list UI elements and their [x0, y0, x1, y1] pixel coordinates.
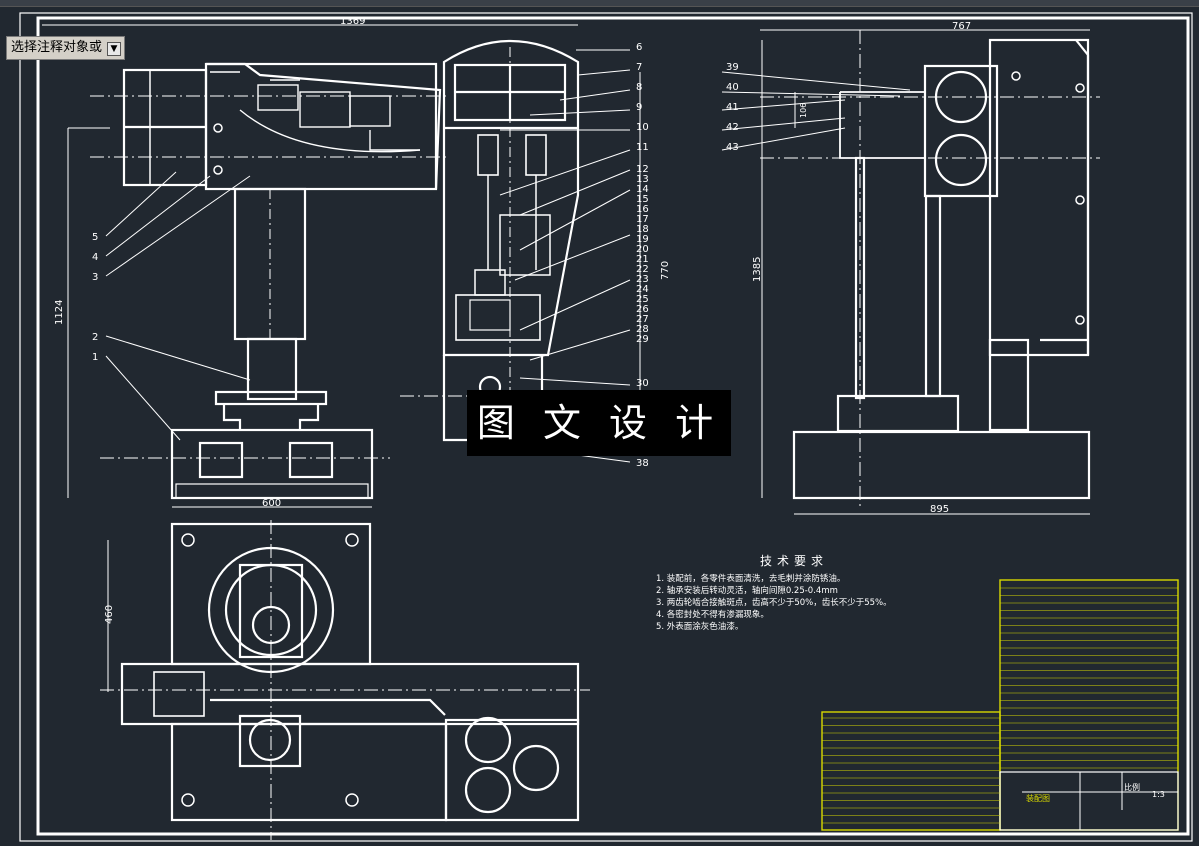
balloon-label: 21: [636, 254, 649, 265]
balloon-label: 38: [636, 458, 649, 469]
balloon-label: 22: [636, 264, 649, 275]
tech-item: 2. 轴承安装后转动灵活，轴向间隙0.25-0.4mm: [656, 586, 838, 596]
balloon-label: 4: [92, 252, 98, 263]
balloon-label: 14: [636, 184, 649, 195]
selector-label: 选择注释对象或: [11, 40, 103, 55]
balloon-label: 5: [92, 232, 98, 243]
balloon-label: 20: [636, 244, 649, 255]
balloon-label: 1: [92, 352, 98, 363]
dim-plan-height: 460: [104, 605, 115, 624]
balloon-label: 3: [92, 272, 98, 283]
balloon-label: 40: [726, 82, 739, 93]
balloon-label: 7: [636, 62, 642, 73]
scale-label: 比例: [1124, 782, 1140, 792]
tech-item: 4. 各密封处不得有渗漏现象。: [656, 610, 769, 620]
cad-drawing-canvas: 1369 767 1124 770 1385 106 600 895 460 5…: [19, 12, 1193, 842]
tech-title: 技术要求: [760, 554, 829, 568]
front-view: [122, 62, 442, 500]
application-top-bar: [0, 0, 1199, 7]
balloon-label: 28: [636, 324, 649, 335]
dim-right-base-width: 895: [930, 504, 949, 515]
balloon-label: 41: [726, 102, 739, 113]
balloon-label: 17: [636, 214, 649, 225]
right-view: [792, 38, 1091, 500]
balloon-label: 23: [636, 274, 649, 285]
drawing-border: [36, 16, 1190, 836]
balloon-label: 29: [636, 334, 649, 345]
dim-small-height: 106: [799, 103, 808, 118]
annotation-selector-dropdown[interactable]: 选择注释对象或 ▼: [6, 36, 126, 60]
drawing-name: 装配图: [1026, 793, 1050, 803]
balloon-label: 12: [636, 164, 649, 175]
balloon-label: 30: [636, 378, 649, 389]
dim-right-height: 1385: [752, 257, 763, 282]
balloon-label: 2: [92, 332, 98, 343]
balloon-label: 19: [636, 234, 649, 245]
tech-item: 3. 两齿轮啮合接触斑点，齿高不少于50%，齿长不少于55%。: [656, 598, 892, 608]
title-block: [821, 579, 1179, 831]
balloon-label: 39: [726, 62, 739, 73]
balloon-label: 42: [726, 122, 739, 133]
balloon-label: 9: [636, 102, 642, 113]
dim-mid-height: 770: [660, 261, 671, 280]
watermark-banner: 图 文 设 计: [467, 390, 731, 456]
plan-view: [120, 522, 580, 822]
chevron-down-icon[interactable]: ▼: [107, 42, 122, 56]
balloon-label: 10: [636, 122, 649, 133]
tech-item: 5. 外表面涂灰色油漆。: [656, 622, 744, 632]
scale-value: 1:3: [1152, 790, 1165, 799]
dim-base-width: 600: [262, 498, 281, 509]
balloon-label: 15: [636, 194, 649, 205]
balloon-label: 8: [636, 82, 642, 93]
balloon-label: 11: [636, 142, 649, 153]
balloon-label: 26: [636, 304, 649, 315]
balloon-label: 43: [726, 142, 739, 153]
outer-frame: [19, 12, 1193, 842]
balloon-label: 25: [636, 294, 649, 305]
dim-right-width: 767: [952, 21, 971, 32]
tech-item: 1. 装配前，各零件表面清洗，去毛刺并涂防锈油。: [656, 574, 846, 584]
balloon-label: 16: [636, 204, 649, 215]
dim-top-width: 1369: [340, 16, 365, 27]
balloon-label: 6: [636, 42, 642, 53]
balloon-label: 13: [636, 174, 649, 185]
balloon-label: 24: [636, 284, 649, 295]
balloon-label: 18: [636, 224, 649, 235]
balloon-label: 27: [636, 314, 649, 325]
dim-left-height: 1124: [54, 300, 65, 325]
